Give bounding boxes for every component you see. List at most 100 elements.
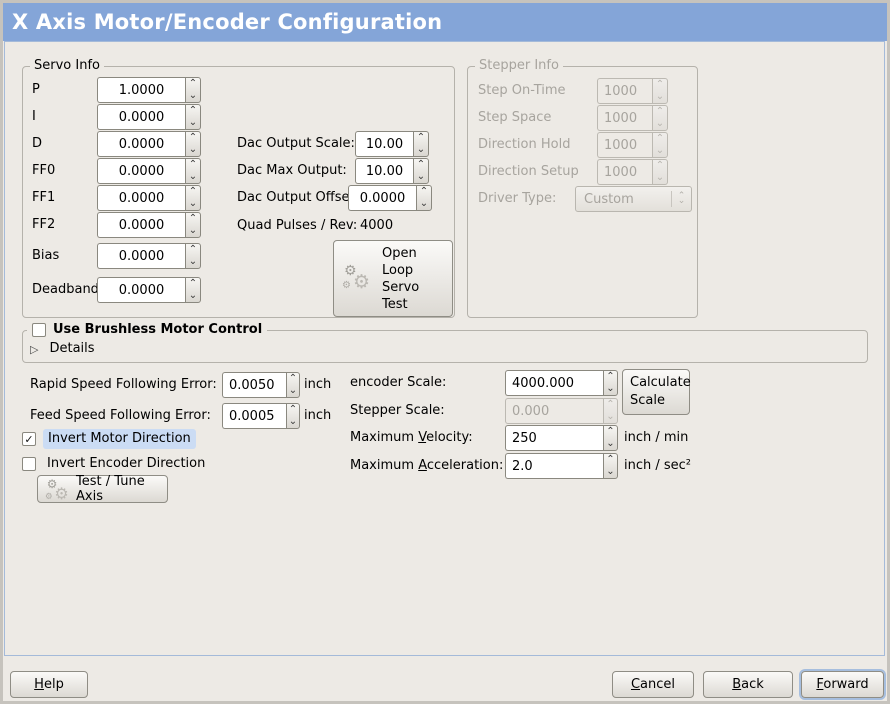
spin-down-icon[interactable]: ⌄ — [606, 466, 615, 477]
spin-up-icon[interactable]: ⌃ — [188, 105, 198, 116]
invert-motor-direction-checkbox[interactable]: ✓ — [22, 432, 36, 446]
ff1-spinner: ⌃ ⌄ — [185, 185, 201, 211]
invert-encoder-direction-row[interactable]: Invert Encoder Direction — [22, 454, 205, 474]
encoder-scale-input[interactable]: 4000.000 — [505, 370, 603, 396]
spin-up-icon[interactable]: ⌃ — [606, 371, 615, 382]
spin-up-icon[interactable]: ⌃ — [188, 186, 198, 197]
spin-up-icon[interactable]: ⌃ — [188, 78, 198, 89]
max-velocity-unit: inch / min — [624, 430, 689, 445]
i-input[interactable]: 0.0000 — [97, 104, 185, 130]
bias-input[interactable]: 0.0000 — [97, 243, 185, 269]
max-acceleration-input[interactable]: 2.0 — [505, 453, 603, 479]
bias-spinbox[interactable]: 0.0000 ⌃ ⌄ — [97, 243, 201, 269]
spin-up-icon[interactable]: ⌃ — [288, 373, 298, 384]
quad-pulses-value: 4000 — [360, 218, 394, 233]
spin-up-icon[interactable]: ⌃ — [419, 186, 429, 197]
spin-down-icon[interactable]: ⌄ — [606, 383, 615, 394]
step-on-time-input: 1000 — [597, 78, 652, 104]
ff0-input[interactable]: 0.0000 — [97, 158, 185, 184]
spin-up-icon[interactable]: ⌃ — [606, 454, 615, 465]
deadband-spinbox[interactable]: 0.0000 ⌃ ⌄ — [97, 277, 201, 303]
spin-down-icon[interactable]: ⌄ — [188, 144, 198, 155]
spin-up-icon[interactable]: ⌃ — [288, 404, 298, 415]
test-tune-axis-button[interactable]: ⚙ ⚙ ⚙ Test / Tune Axis — [37, 474, 168, 504]
cancel-button[interactable]: Cancel — [612, 671, 694, 698]
spin-down-icon[interactable]: ⌄ — [416, 144, 426, 155]
label-text: elp — [43, 677, 64, 692]
forward-button[interactable]: Forward — [801, 671, 884, 698]
dac-output-scale-spinbox[interactable]: 10.00 ⌃ ⌄ — [355, 131, 429, 157]
stepper-scale-spinner: ⌃ ⌄ — [603, 398, 618, 424]
max-velocity-spinbox[interactable]: 250 ⌃ ⌄ — [505, 425, 618, 451]
spin-up-icon[interactable]: ⌃ — [188, 132, 198, 143]
rapid-following-error-label: Rapid Speed Following Error: — [30, 377, 217, 392]
deadband-input[interactable]: 0.0000 — [97, 277, 185, 303]
d-input[interactable]: 0.0000 — [97, 131, 185, 157]
ff2-spinner: ⌃ ⌄ — [185, 212, 201, 238]
invert-encoder-direction-checkbox[interactable] — [22, 457, 36, 471]
ff1-input[interactable]: 0.0000 — [97, 185, 185, 211]
ff2-input[interactable]: 0.0000 — [97, 212, 185, 238]
p-input[interactable]: 1.0000 — [97, 77, 185, 103]
spin-up-icon[interactable]: ⌃ — [188, 213, 198, 224]
rapid-following-error-spinner: ⌃ ⌄ — [286, 372, 300, 398]
p-spinbox[interactable]: 1.0000 ⌃ ⌄ — [97, 77, 201, 103]
spin-down-icon[interactable]: ⌄ — [188, 90, 198, 101]
ff1-spinbox[interactable]: 0.0000 ⌃ ⌄ — [97, 185, 201, 211]
encoder-scale-spinbox[interactable]: 4000.000 ⌃ ⌄ — [505, 370, 618, 396]
feed-following-error-unit: inch — [304, 408, 332, 423]
dac-max-output-input[interactable]: 10.00 — [355, 158, 413, 184]
back-button[interactable]: Back — [703, 671, 793, 698]
spin-down-icon[interactable]: ⌄ — [188, 198, 198, 209]
spin-up-icon[interactable]: ⌃ — [188, 244, 198, 255]
spin-down-icon[interactable]: ⌄ — [188, 256, 198, 267]
brushless-frame: Use Brushless Motor Control — [22, 321, 868, 363]
rapid-following-error-input[interactable]: 0.0050 — [222, 372, 286, 398]
feed-following-error-input[interactable]: 0.0005 — [222, 403, 286, 429]
p-spinner: ⌃ ⌄ — [185, 77, 201, 103]
ff0-spinbox[interactable]: 0.0000 ⌃ ⌄ — [97, 158, 201, 184]
help-button-label: Help — [34, 677, 64, 692]
spin-up-icon[interactable]: ⌃ — [188, 159, 198, 170]
dac-output-offset-spinner: ⌃ ⌄ — [416, 185, 432, 211]
spin-up-icon[interactable]: ⌃ — [606, 426, 615, 437]
spin-down-icon[interactable]: ⌄ — [606, 438, 615, 449]
spin-up-icon[interactable]: ⌃ — [416, 159, 426, 170]
use-brushless-checkbox[interactable] — [32, 323, 46, 337]
spin-down-icon[interactable]: ⌄ — [419, 198, 429, 209]
i-spinbox[interactable]: 0.0000 ⌃ ⌄ — [97, 104, 201, 130]
help-button[interactable]: Help — [10, 671, 88, 698]
spin-down-icon[interactable]: ⌄ — [416, 171, 426, 182]
ff0-label: FF0 — [32, 163, 56, 178]
invert-motor-direction-row[interactable]: ✓ Invert Motor Direction — [22, 429, 196, 449]
spin-up-icon[interactable]: ⌃ — [416, 132, 426, 143]
dac-output-scale-input[interactable]: 10.00 — [355, 131, 413, 157]
dac-max-output-spinbox[interactable]: 10.00 ⌃ ⌄ — [355, 158, 429, 184]
d-spinbox[interactable]: 0.0000 ⌃ ⌄ — [97, 131, 201, 157]
open-loop-line: Open — [382, 245, 417, 261]
spin-up-icon[interactable]: ⌃ — [188, 278, 198, 289]
spin-down-icon[interactable]: ⌄ — [288, 416, 298, 427]
direction-setup-input: 1000 — [597, 159, 652, 185]
details-expander[interactable]: ▷ Details — [30, 341, 95, 357]
encoder-scale-label: encoder Scale: — [350, 375, 447, 390]
expander-triangle-icon[interactable]: ▷ — [30, 342, 39, 356]
max-acceleration-spinbox[interactable]: 2.0 ⌃ ⌄ — [505, 453, 618, 479]
invert-motor-direction-label: Invert Motor Direction — [43, 429, 196, 449]
spin-down-icon[interactable]: ⌄ — [288, 385, 298, 396]
spin-down-icon[interactable]: ⌄ — [188, 225, 198, 236]
open-loop-servo-test-button[interactable]: ⚙ ⚙ ⚙ Open Loop Servo Test — [333, 240, 453, 317]
feed-following-error-spinbox[interactable]: 0.0005 ⌃ ⌄ — [222, 403, 300, 429]
max-velocity-input[interactable]: 250 — [505, 425, 603, 451]
deadband-label: Deadband — [32, 282, 99, 297]
rapid-following-error-spinbox[interactable]: 0.0050 ⌃ ⌄ — [222, 372, 300, 398]
gear-icon: ⚙ — [54, 484, 69, 504]
spin-down-icon[interactable]: ⌄ — [188, 290, 198, 301]
calculate-scale-button[interactable]: Calculate Scale — [622, 369, 691, 415]
use-brushless-label: Use Brushless Motor Control — [53, 322, 263, 337]
dac-output-offset-input[interactable]: 0.0000 — [348, 185, 416, 211]
spin-down-icon[interactable]: ⌄ — [188, 171, 198, 182]
spin-down-icon[interactable]: ⌄ — [188, 117, 198, 128]
ff2-spinbox[interactable]: 0.0000 ⌃ ⌄ — [97, 212, 201, 238]
dac-output-offset-spinbox[interactable]: 0.0000 ⌃ ⌄ — [348, 185, 432, 211]
